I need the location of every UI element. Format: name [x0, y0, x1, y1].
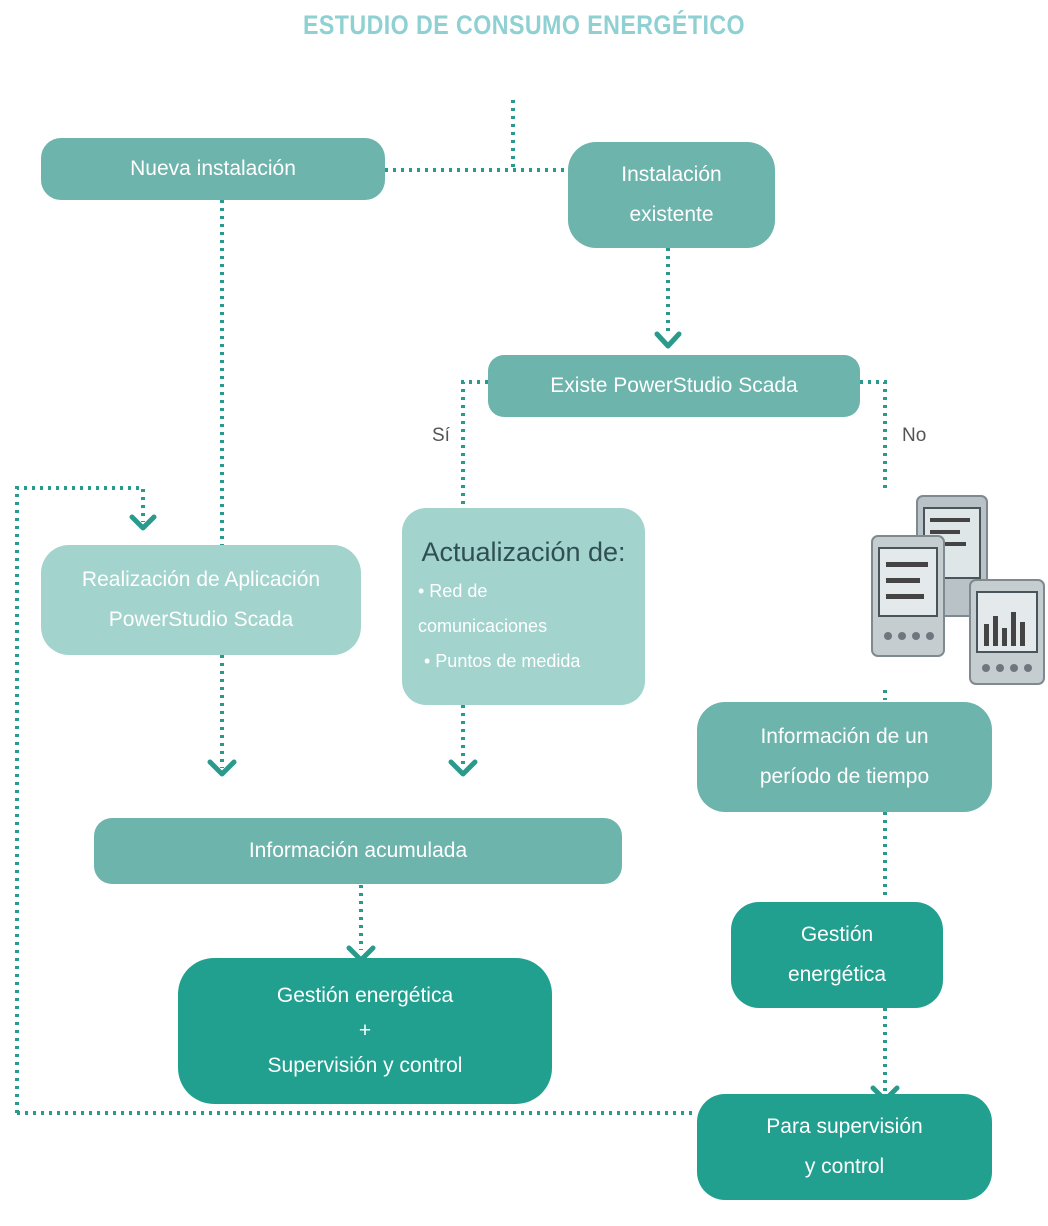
arrowhead-acumulada-left: [207, 759, 237, 777]
connector-no-branch: [860, 380, 887, 488]
actualizacion-title: Actualización de:: [421, 537, 626, 567]
node-gestion-energetica: Gestión energética: [731, 902, 943, 1008]
connector-loop-left: [15, 486, 145, 1113]
node-instalacion-existente: Instalación existente: [568, 142, 775, 248]
node-nueva-instalacion: Nueva instalación: [41, 138, 385, 200]
edge-label-si: Sí: [432, 425, 450, 446]
node-gestion-supervision: Gestión energética + Supervisión y contr…: [178, 958, 552, 1104]
node-informacion-acumulada: Información acumulada: [94, 818, 622, 884]
actualizacion-item: • Red de: [418, 581, 488, 601]
node-para-supervision: Para supervisión y control: [697, 1094, 992, 1200]
arrowhead-existe: [654, 331, 682, 349]
arrowhead-realizacion: [129, 514, 157, 531]
actualizacion-item: • Puntos de medida: [424, 651, 581, 671]
node-actualizacion: Actualización de: • Red de comunicacione…: [402, 508, 645, 705]
node-informacion-periodo: Información de un período de tiempo: [697, 702, 992, 812]
node-realizacion-aplicacion: Realización de Aplicación PowerStudio Sc…: [41, 545, 361, 655]
node-existe-powerstudio: Existe PowerStudio Scada: [488, 355, 860, 417]
diagram-title: ESTUDIO DE CONSUMO ENERGÉTICO: [302, 10, 746, 40]
meter-device-icon: [969, 579, 1045, 685]
meter-device-icon: [871, 535, 945, 657]
edge-label-no: No: [902, 425, 927, 446]
power-meters-illustration: [862, 488, 1048, 688]
actualizacion-list: • Red de comunicaciones • Puntos de medi…: [412, 574, 580, 679]
connector-si-branch: [461, 380, 488, 508]
arrowhead-acumulada-right: [448, 759, 478, 777]
actualizacion-item: comunicaciones: [418, 616, 548, 636]
